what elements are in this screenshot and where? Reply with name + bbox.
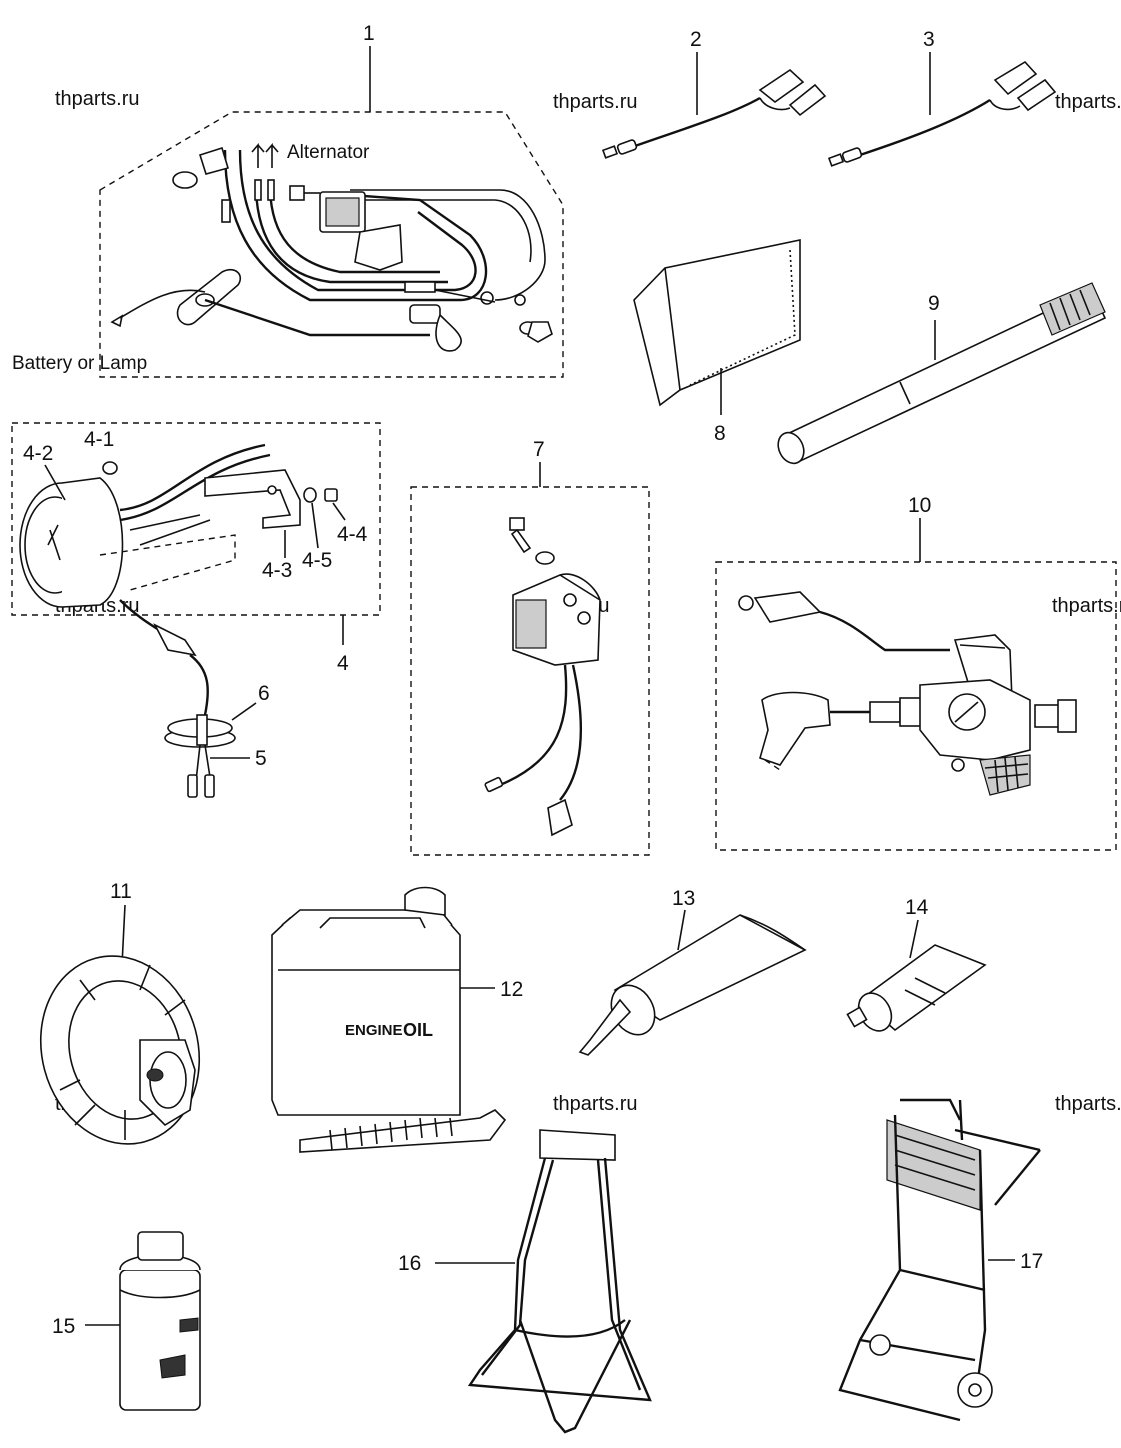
ref-13: 13 — [672, 887, 695, 910]
part-3-lead-wire: 3 — [827, 28, 1057, 167]
part-9-handle-tube: 9 — [777, 282, 1107, 465]
watermark: thparts.ru — [1055, 1093, 1121, 1115]
watermark: thparts.ru — [1052, 595, 1121, 617]
watermark: thparts.ru — [553, 1093, 637, 1115]
part-16-outboard-stand: 16 — [398, 1129, 652, 1434]
ref-15: 15 — [52, 1315, 75, 1338]
ref-7: 7 — [533, 438, 545, 461]
ref-4: 4 — [337, 652, 349, 675]
ref-4-5: 4-5 — [302, 549, 332, 572]
watermark: thparts.ru — [55, 88, 139, 110]
watermark: thparts.ru — [1055, 91, 1121, 113]
part-7-control-unit-kit: 7 — [410, 438, 650, 856]
ref-9: 9 — [928, 292, 940, 315]
alternator-label: Alternator — [287, 142, 370, 163]
ref-16: 16 — [398, 1252, 421, 1275]
ref-4-1: 4-1 — [84, 428, 114, 451]
ref-12: 12 — [500, 978, 523, 1001]
battery-or-lamp-label: Battery or Lamp — [12, 353, 147, 374]
ref-4-3: 4-3 — [262, 559, 292, 582]
ref-14: 14 — [905, 896, 929, 919]
part-10-fuel-connector-assembly: 10 — [715, 494, 1117, 851]
part-17-carrier-cart: 17 — [838, 1098, 1043, 1422]
part-13-grease-tube: 13 — [578, 887, 807, 1056]
part-8-tool-bag: 8 — [633, 239, 801, 445]
part-15-aerosol-can: 15 — [52, 1231, 201, 1411]
ref-11: 11 — [110, 880, 132, 903]
ref-3: 3 — [923, 28, 935, 51]
part-11-rope-guard: 11 — [39, 880, 201, 1145]
part-5-6-sub-harness: 6 5 — [119, 599, 270, 798]
engine-oil-logo: OIL — [403, 1020, 433, 1040]
part-14-small-tube: 14 — [846, 896, 987, 1032]
ref-1: 1 — [363, 22, 375, 45]
part-2-lead-wire: 2 — [601, 28, 827, 159]
part-4-tachometer-kit: 4 4-1 4-2 4-3 4-4 4-5 — [11, 422, 381, 675]
ref-8: 8 — [714, 422, 726, 445]
ref-6: 6 — [258, 682, 270, 705]
ref-10: 10 — [908, 494, 931, 517]
ref-17: 17 — [1020, 1250, 1043, 1273]
ref-4-2: 4-2 — [23, 442, 53, 465]
watermark: thparts.ru — [553, 91, 637, 113]
ref-4-4: 4-4 — [337, 523, 368, 546]
part-12-engine-oil-can: ENGINE OIL 12 — [271, 886, 523, 1153]
ref-2: 2 — [690, 28, 702, 51]
engine-oil-word: ENGINE — [345, 1022, 403, 1039]
ref-5: 5 — [255, 747, 267, 770]
part-1-alternator-wiring-kit: 1 Alternator Battery or Lamp — [12, 22, 564, 378]
